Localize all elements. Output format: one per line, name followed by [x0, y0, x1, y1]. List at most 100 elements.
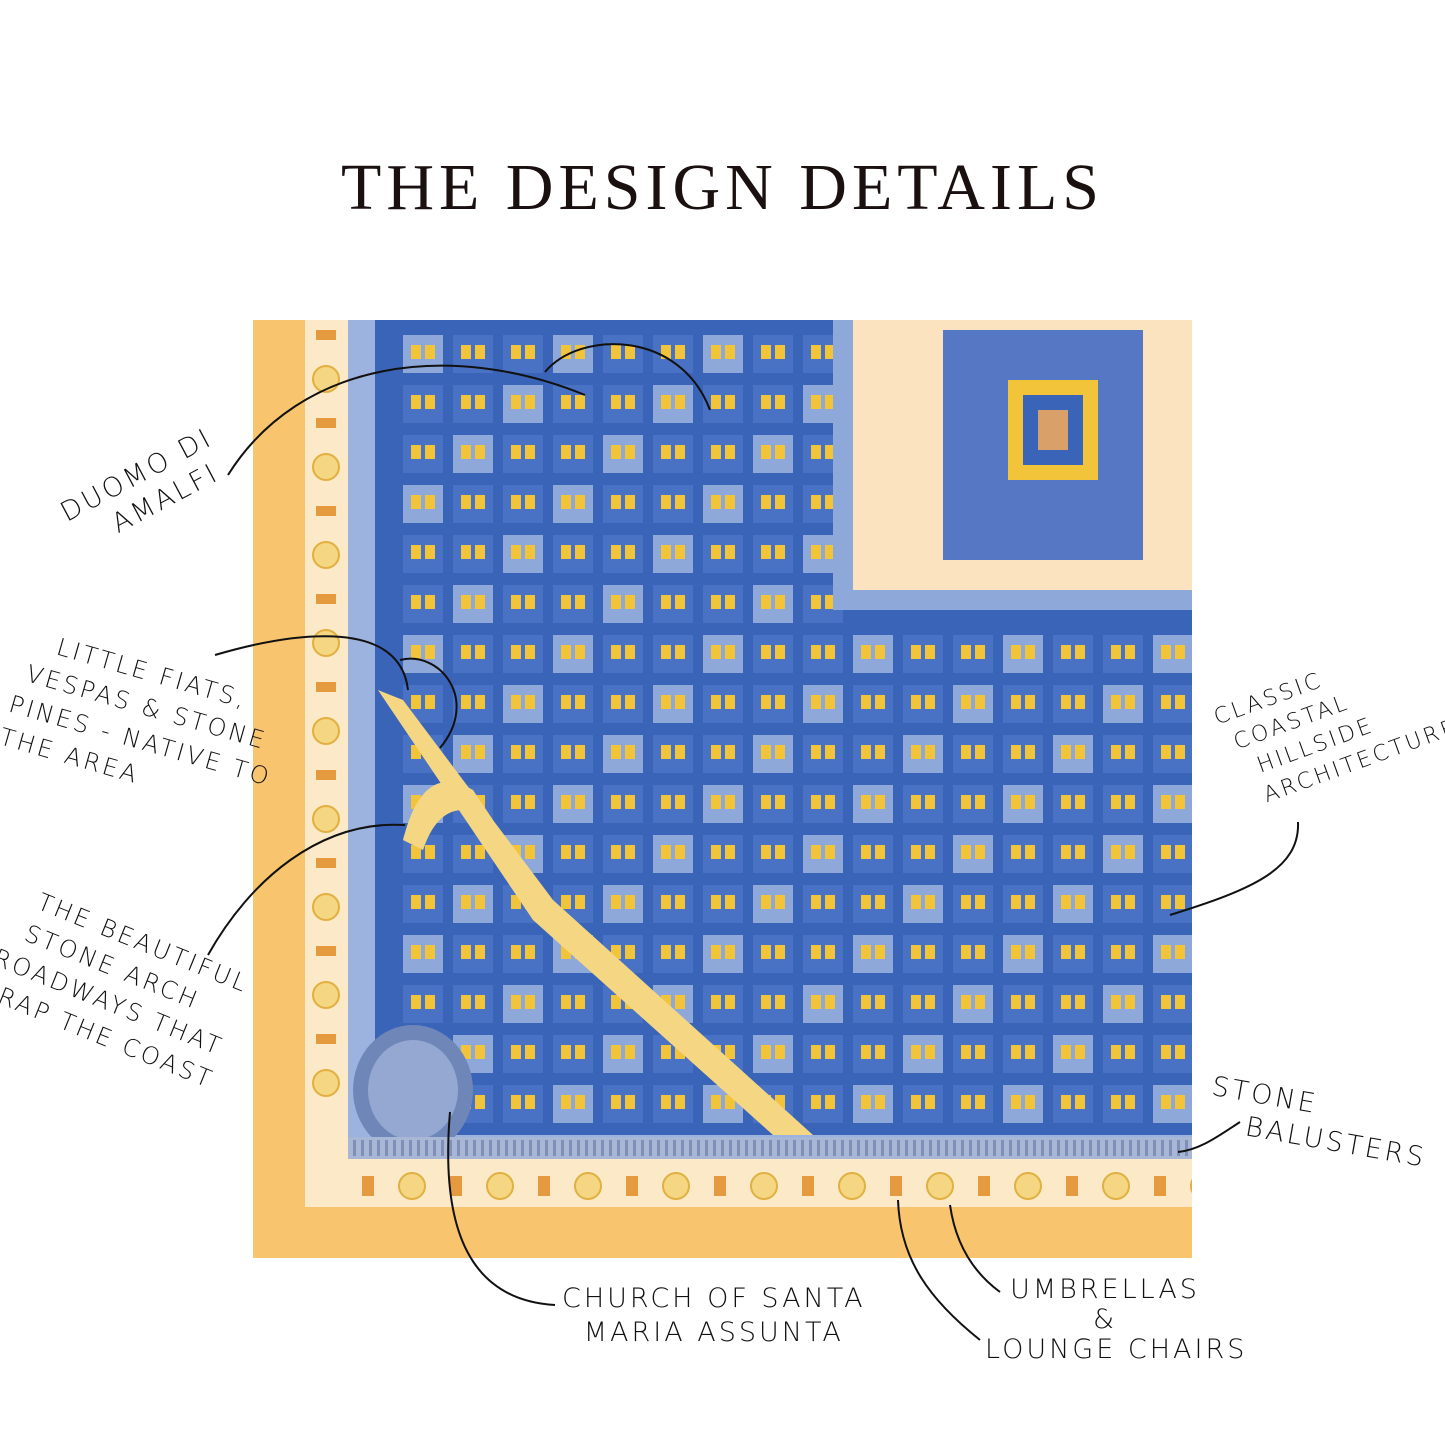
baluster [529, 1140, 532, 1156]
window [661, 1095, 671, 1109]
baluster [953, 1140, 956, 1156]
window [925, 745, 935, 759]
window [825, 395, 835, 409]
window [675, 995, 685, 1009]
window [525, 995, 535, 1009]
window [911, 1095, 921, 1109]
building [1053, 985, 1093, 1023]
window [1175, 1095, 1185, 1109]
window [925, 995, 935, 1009]
window [761, 995, 771, 1009]
baluster [753, 1140, 756, 1156]
building [903, 835, 943, 873]
baluster [457, 1140, 460, 1156]
building [603, 385, 643, 423]
window [725, 895, 735, 909]
window [461, 995, 471, 1009]
window [925, 895, 935, 909]
baluster [449, 1140, 452, 1156]
building [603, 435, 643, 473]
building [653, 785, 693, 823]
building [1103, 935, 1143, 973]
building [1103, 785, 1143, 823]
window [575, 695, 585, 709]
window [625, 545, 635, 559]
window [825, 945, 835, 959]
umbrella-icon [574, 1172, 602, 1200]
building [1153, 635, 1192, 673]
window [625, 845, 635, 859]
window [875, 1045, 885, 1059]
window [811, 345, 821, 359]
window [675, 945, 685, 959]
window [725, 345, 735, 359]
window [861, 995, 871, 1009]
window [961, 945, 971, 959]
window [575, 645, 585, 659]
window [711, 495, 721, 509]
building [1153, 685, 1192, 723]
baluster [433, 1140, 436, 1156]
window [811, 745, 821, 759]
baluster [385, 1140, 388, 1156]
window [625, 695, 635, 709]
window [725, 445, 735, 459]
window [411, 645, 421, 659]
window [675, 395, 685, 409]
building [1003, 635, 1043, 673]
window [1075, 1095, 1085, 1109]
building [953, 985, 993, 1023]
window [525, 745, 535, 759]
baluster [729, 1140, 732, 1156]
baluster [409, 1140, 412, 1156]
window [611, 645, 621, 659]
window [975, 745, 985, 759]
lounge-chair-icon [1066, 1176, 1078, 1196]
building [1003, 1085, 1043, 1123]
baluster [609, 1140, 612, 1156]
building [853, 985, 893, 1023]
window [711, 845, 721, 859]
window [425, 845, 435, 859]
baluster [865, 1140, 868, 1156]
building [753, 935, 793, 973]
window [711, 445, 721, 459]
window [911, 695, 921, 709]
lounge-chair-icon [978, 1176, 990, 1196]
window [1111, 1045, 1121, 1059]
building [703, 985, 743, 1023]
window [1125, 695, 1135, 709]
building [553, 585, 593, 623]
window [1061, 695, 1071, 709]
window [661, 695, 671, 709]
window [475, 945, 485, 959]
window [1025, 1095, 1035, 1109]
baluster [633, 1140, 636, 1156]
window [575, 745, 585, 759]
lounge-chair-icon [316, 858, 336, 868]
lounge-chair-icon [316, 770, 336, 780]
window [725, 595, 735, 609]
window [1161, 1045, 1171, 1059]
building [803, 635, 843, 673]
window [675, 645, 685, 659]
building [1153, 1035, 1192, 1073]
window [411, 395, 421, 409]
building [1003, 935, 1043, 973]
window [1025, 745, 1035, 759]
window [725, 1045, 735, 1059]
window [1075, 645, 1085, 659]
building [953, 635, 993, 673]
building [803, 885, 843, 923]
window [761, 445, 771, 459]
building [553, 335, 593, 373]
baluster [745, 1140, 748, 1156]
window [875, 795, 885, 809]
baluster [985, 1140, 988, 1156]
building [953, 735, 993, 773]
window [725, 945, 735, 959]
building [703, 885, 743, 923]
window [525, 395, 535, 409]
umbrella-icon [312, 893, 340, 921]
building [453, 635, 493, 673]
